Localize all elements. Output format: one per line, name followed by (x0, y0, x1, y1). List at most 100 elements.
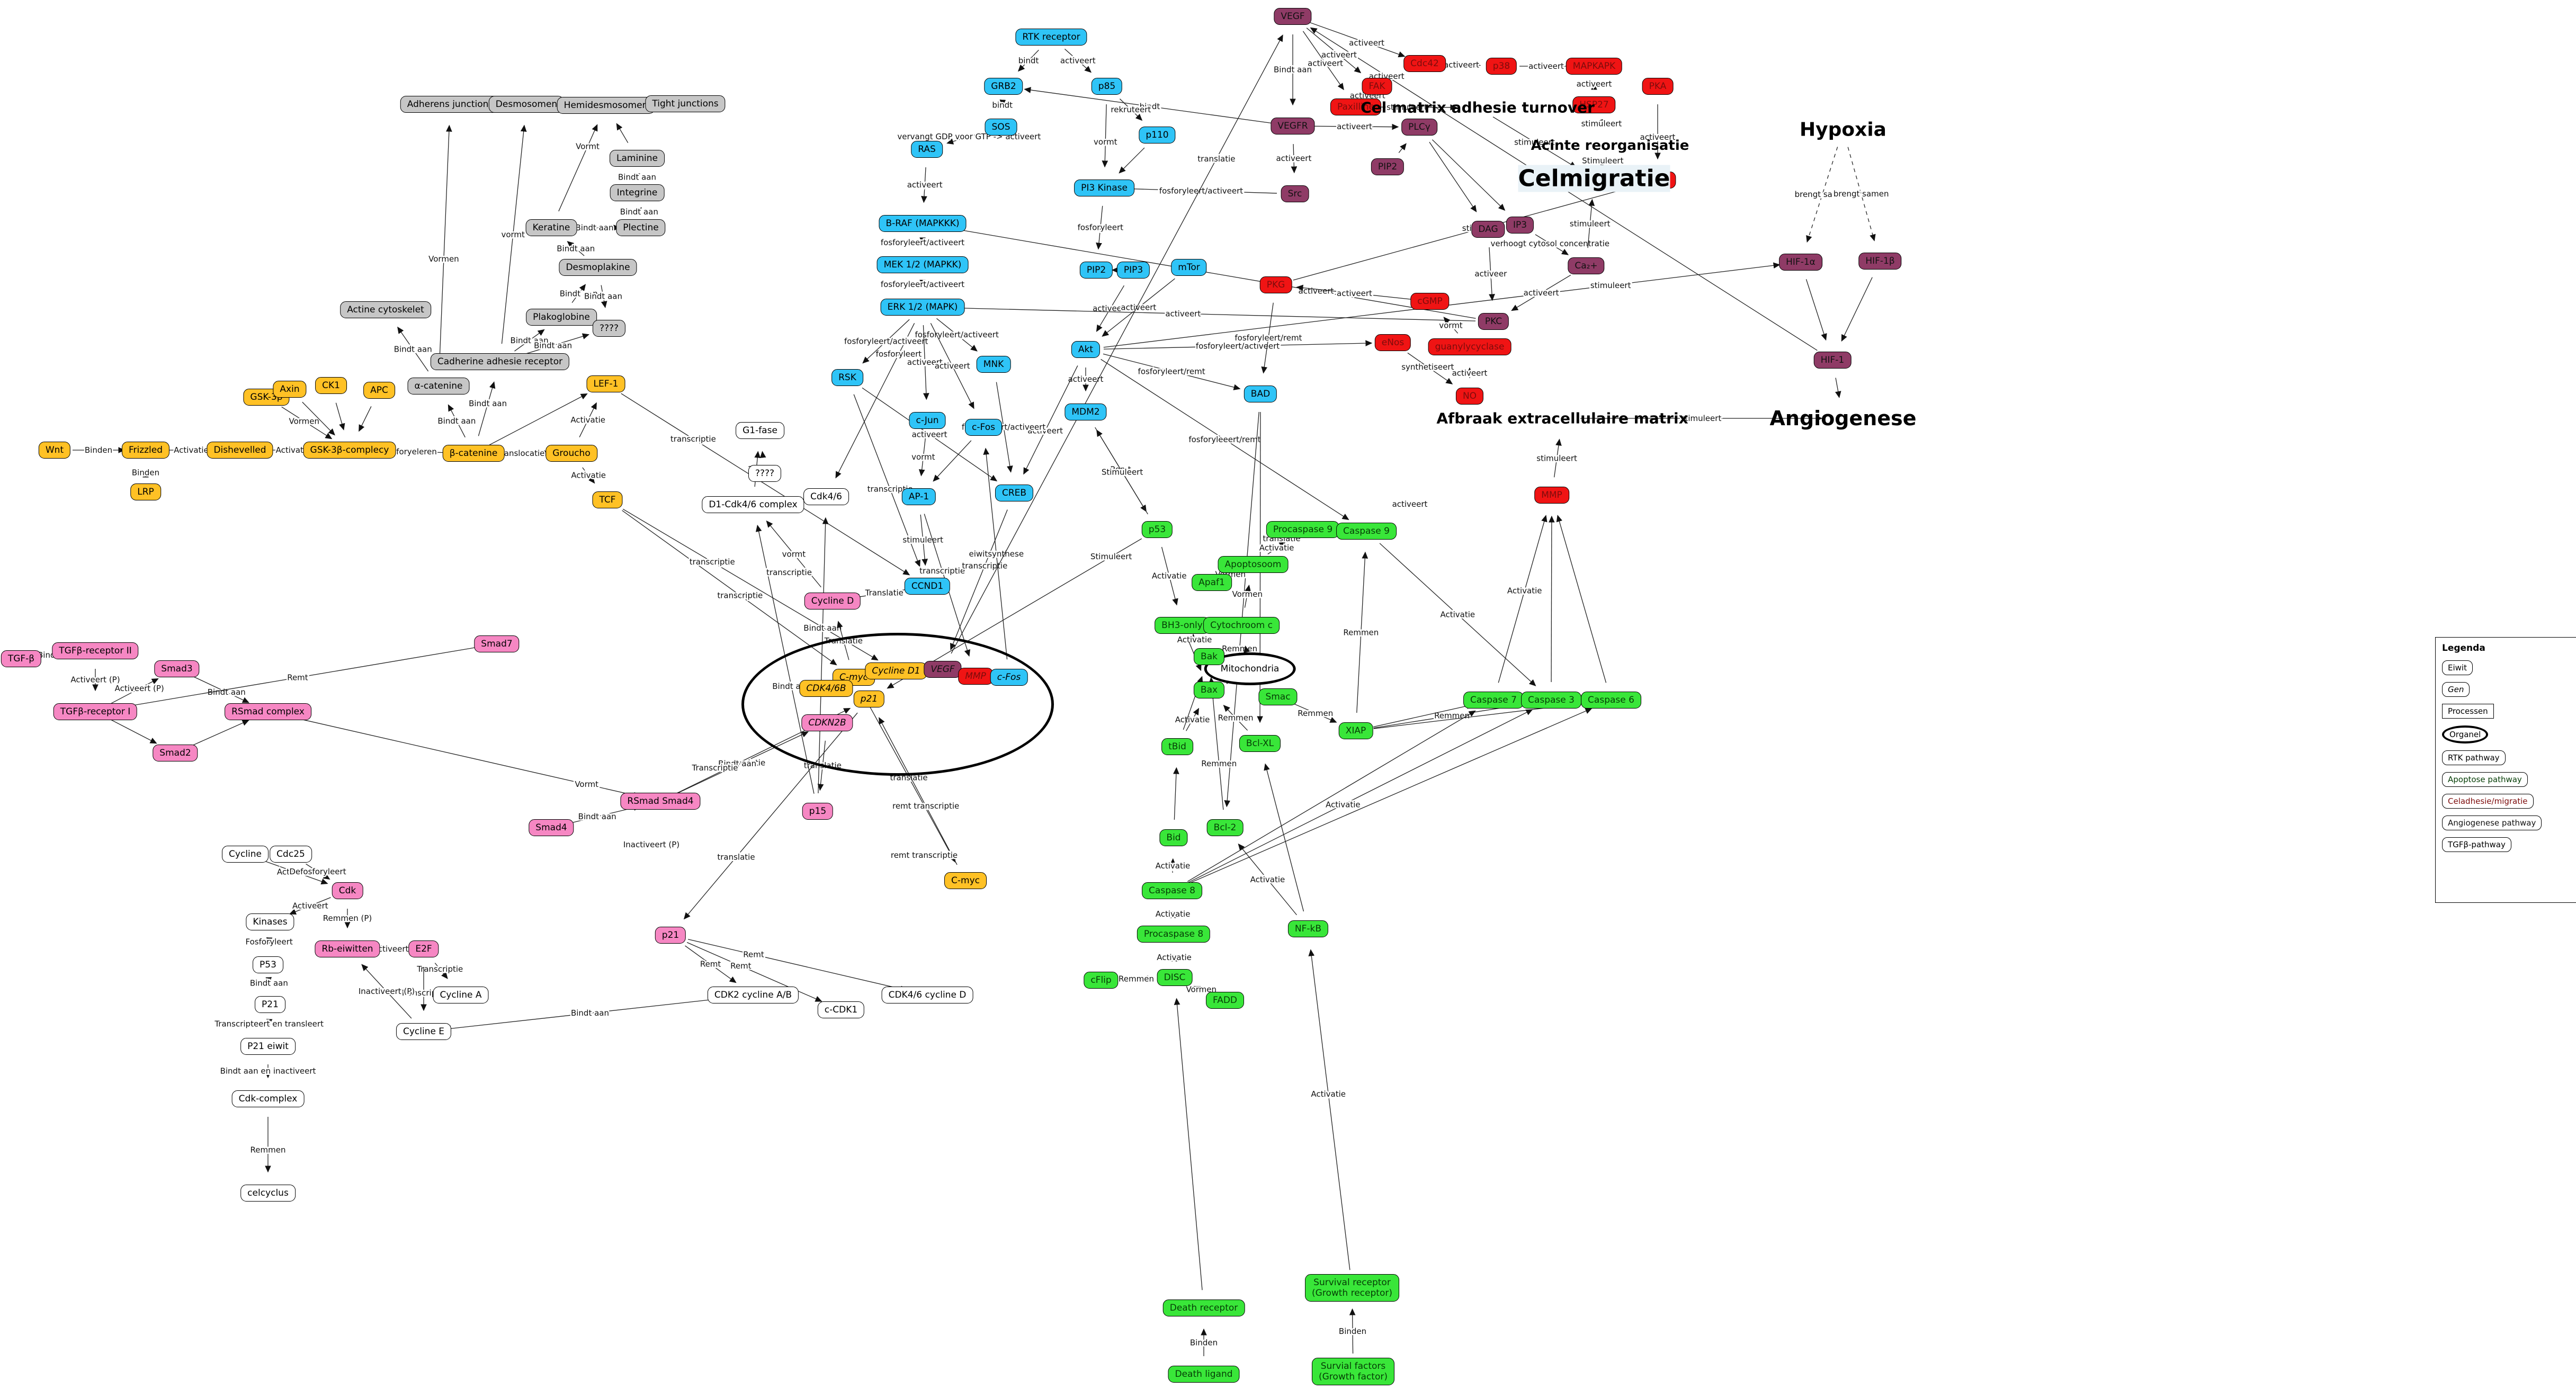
node-groucho[interactable]: Groucho (545, 445, 597, 462)
node-celmigratie[interactable]: Celmigratie (1518, 165, 1670, 192)
node-p53g[interactable]: p53 (1141, 521, 1173, 538)
node-hsp27[interactable]: HSP27 (1572, 96, 1616, 113)
node-smad3[interactable]: Smad3 (154, 660, 200, 677)
node-adherens[interactable]: Adherens junctions (400, 96, 500, 113)
node-mek[interactable]: MEK 1/2 (MAPKK) (876, 256, 969, 273)
node-d1cdk46[interactable]: D1-Cdk4/6 complex (702, 496, 804, 513)
node-tgfbr2[interactable]: TGFβ-receptor II (52, 642, 139, 659)
node-nfkb[interactable]: NF-kB (1287, 920, 1329, 937)
node-fak[interactable]: FAK (1362, 78, 1392, 95)
node-hypoxia[interactable]: Hypoxia (1800, 119, 1886, 141)
node-tgfb[interactable]: TGF-β (1, 650, 42, 667)
node-casp6[interactable]: Caspase 6 (1581, 692, 1641, 709)
node-cfosb[interactable]: c-Fos (965, 419, 1002, 436)
node-deathrec[interactable]: Death receptor (1162, 1300, 1245, 1316)
node-cdk46bg[interactable]: CDK4/6B (799, 680, 853, 697)
node-p53w[interactable]: P53 (253, 956, 283, 973)
node-p21w[interactable]: P21 (255, 996, 285, 1013)
node-hif1a[interactable]: HIF-1α (1779, 254, 1822, 271)
node-cdc42[interactable]: Cdc42 (1403, 55, 1446, 72)
node-fadd[interactable]: FADD (1205, 992, 1245, 1009)
node-casp7[interactable]: Caspase 7 (1463, 692, 1524, 709)
node-e2f[interactable]: E2F (408, 940, 439, 957)
node-pip2b[interactable]: PIP2 (1079, 262, 1113, 279)
node-ap1[interactable]: AP-1 (901, 488, 936, 505)
node-rtk[interactable]: RTK receptor (1015, 29, 1087, 46)
node-pkc[interactable]: PKC (1478, 313, 1509, 330)
node-smad2[interactable]: Smad2 (153, 745, 198, 761)
node-cmycP[interactable]: C-myc (944, 872, 987, 889)
node-hif1b[interactable]: HIF-1β (1858, 253, 1902, 270)
node-cdk46cd[interactable]: CDK4/6 cycline D (881, 987, 973, 1003)
node-apaf1[interactable]: Apaf1 (1192, 574, 1232, 591)
node-kinases[interactable]: Kinases (246, 913, 294, 930)
node-p21g[interactable]: p21 (853, 691, 885, 707)
node-cjun[interactable]: c-Jun (909, 412, 946, 429)
node-casp8[interactable]: Caspase 8 (1142, 882, 1202, 899)
node-braf[interactable]: B-RAF (MAPKKK) (879, 215, 967, 232)
node-procasp9[interactable]: Procaspase 9 (1266, 521, 1340, 538)
node-bid[interactable]: Bid (1159, 829, 1188, 846)
node-bad[interactable]: BAD (1244, 386, 1277, 402)
node-p110[interactable]: p110 (1139, 127, 1176, 144)
node-ip3[interactable]: IP3 (1506, 217, 1534, 234)
node-cdc25[interactable]: Cdc25 (270, 846, 312, 863)
node-pi3k[interactable]: PI3 Kinase (1074, 180, 1134, 196)
node-cytc[interactable]: Cytochroom c (1203, 617, 1280, 634)
node-cdkcomplex[interactable]: Cdk-complex (231, 1090, 305, 1107)
node-acinte[interactable]: Acinte reorganisatie (1531, 138, 1689, 154)
node-cdk2ab[interactable]: CDK2 cycline A/B (707, 987, 799, 1003)
node-sos[interactable]: SOS (985, 119, 1017, 136)
node-cadherine[interactable]: Cadherine adhesie receptor (430, 353, 570, 370)
node-wnt[interactable]: Wnt (38, 442, 71, 459)
node-laminine[interactable]: Laminine (610, 150, 665, 167)
node-mmpg[interactable]: MMP (958, 668, 993, 685)
node-smad4[interactable]: Smad4 (529, 819, 574, 836)
node-erk[interactable]: ERK 1/2 (MAPK) (880, 299, 965, 316)
node-q4g[interactable]: ???? (592, 320, 626, 337)
node-plakoglobine[interactable]: Plakoglobine (526, 309, 597, 326)
node-axin[interactable]: Axin (273, 381, 307, 398)
node-rsmadsmad4[interactable]: RSmad Smad4 (620, 793, 701, 810)
node-cdkn2bg[interactable]: CDKN2B (801, 714, 853, 731)
node-angiogenese[interactable]: Angiogenese (1769, 407, 1917, 430)
node-ccnd1[interactable]: CCND1 (904, 578, 951, 595)
node-mmpr[interactable]: MMP (1534, 487, 1569, 504)
node-apoptosoom[interactable]: Apoptosoom (1218, 556, 1289, 573)
node-dag[interactable]: DAG (1471, 221, 1505, 238)
node-pka[interactable]: PKA (1642, 78, 1674, 95)
node-paxilline[interactable]: Paxilline (1330, 98, 1382, 115)
node-mapkapk[interactable]: MAPKAPK (1566, 58, 1623, 75)
node-pip3[interactable]: PIP3 (1116, 262, 1150, 279)
node-pip2p[interactable]: PIP2 (1371, 158, 1405, 175)
node-p21eiwit[interactable]: P21 eiwit (240, 1038, 296, 1055)
node-smac[interactable]: Smac (1258, 688, 1298, 705)
node-plectine[interactable]: Plectine (616, 219, 666, 236)
node-frizzled[interactable]: Frizzled (121, 442, 170, 459)
node-cdk46[interactable]: Cdk4/6 (803, 488, 849, 505)
node-tbid[interactable]: tBid (1161, 738, 1193, 755)
node-bclxl[interactable]: Bcl-XL (1239, 735, 1281, 752)
node-bax[interactable]: Bax (1193, 682, 1225, 698)
node-casp9[interactable]: Caspase 9 (1336, 523, 1397, 540)
node-deathlig[interactable]: Death ligand (1168, 1366, 1240, 1383)
node-integrine[interactable]: Integrine (610, 184, 665, 201)
node-celmatrix[interactable]: Cel matrix adhesie turnover (1361, 98, 1595, 117)
node-apc[interactable]: APC (363, 382, 395, 399)
node-tgfbr1[interactable]: TGFβ-receptor I (53, 703, 138, 720)
node-pkg[interactable]: PKG (1259, 276, 1292, 293)
node-hif1[interactable]: HIF-1 (1813, 352, 1851, 369)
node-cfosg[interactable]: c-Fos (990, 669, 1028, 686)
node-acatenine[interactable]: α-catenine (407, 378, 470, 395)
node-tcf[interactable]: TCF (592, 491, 623, 508)
node-cyclineA[interactable]: Cycline A (433, 987, 489, 1003)
node-q4w[interactable]: ???? (748, 465, 782, 482)
node-smad7[interactable]: Smad7 (474, 635, 520, 652)
node-ccdk1[interactable]: c-CDK1 (817, 1001, 865, 1018)
node-celcyclus[interactable]: celcyclus (240, 1185, 296, 1202)
node-keratine[interactable]: Keratine (525, 219, 577, 236)
node-rsmadc[interactable]: RSmad complex (225, 703, 311, 720)
node-casp3[interactable]: Caspase 3 (1521, 692, 1581, 709)
node-rsk[interactable]: RSK (831, 369, 863, 386)
node-mtor[interactable]: mTor (1171, 259, 1207, 276)
